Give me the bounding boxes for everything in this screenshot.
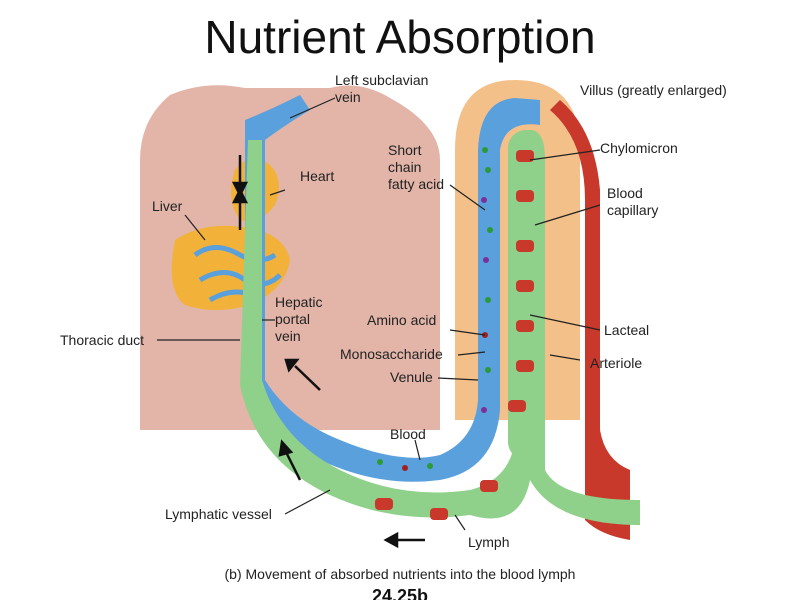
label-villus: Villus (greatly enlarged) (580, 82, 727, 98)
blood-vessel (245, 95, 540, 482)
label-short-chain-fatty-acid: Short chain fatty acid (388, 142, 445, 192)
label-lymphatic-vessel: Lymphatic vessel (165, 506, 272, 522)
leader-lines (157, 97, 601, 531)
label-lacteal: Lacteal (604, 322, 650, 338)
label-chylomicron: Chylomicron (600, 140, 678, 156)
label-venule: Venule (390, 369, 433, 385)
page-title: Nutrient Absorption (204, 11, 596, 63)
flow-arrows (231, 155, 425, 549)
label-heart: Heart (300, 168, 335, 184)
torso-silhouette (140, 85, 440, 430)
chylomicron-particles (375, 150, 534, 520)
label-thoracic-duct: Thoracic duct (60, 332, 145, 348)
label-blood-capillary: Blood capillary (607, 185, 659, 218)
figure-caption: (b) Movement of absorbed nutrients into … (224, 566, 576, 582)
label-arteriole: Arteriole (590, 355, 643, 371)
lacteal-channel (508, 130, 544, 460)
figure-number: 24.25b (371, 586, 429, 600)
label-monosaccharide: Monosaccharide (340, 346, 443, 362)
label-lymph: Lymph (468, 534, 510, 550)
label-left-subclavian-vein: Left subclavian vein (335, 72, 429, 105)
nutrient-particles (377, 147, 493, 471)
arteriole-vessel (550, 100, 630, 540)
label-liver: Liver (152, 198, 183, 214)
label-blood: Blood (390, 426, 426, 442)
label-hepatic-portal-vein: Hepatic portal vein (275, 294, 323, 344)
label-amino-acid: Amino acid (367, 312, 437, 328)
